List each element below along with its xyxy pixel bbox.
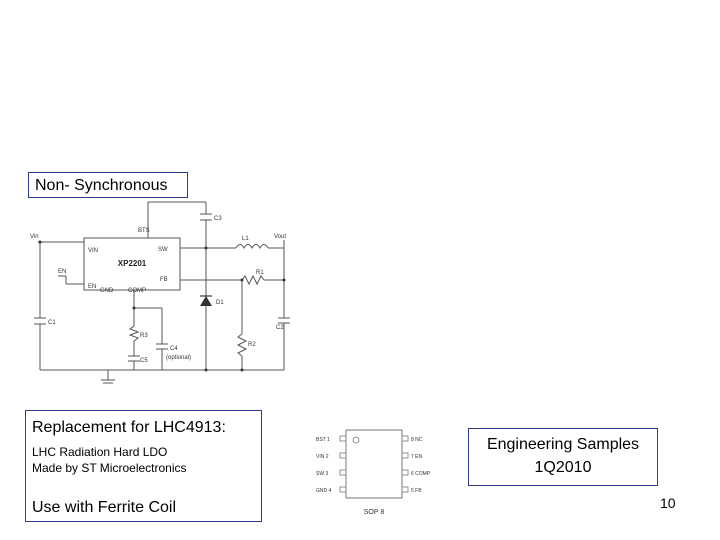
c3-label: C3 <box>214 216 222 222</box>
pin-fb-label: FB <box>160 277 168 283</box>
r2-label: R2 <box>248 342 256 348</box>
ic-body <box>83 237 181 291</box>
sop-pin-7: 7 EN <box>411 454 423 460</box>
replacement-line-1: LHC Radiation Hard LDO <box>32 445 168 459</box>
r3-label: R3 <box>140 333 148 339</box>
sop-pin-1: BST 1 <box>316 437 330 443</box>
pin-comp-label: COMP <box>128 288 146 294</box>
sop8-package-drawing: BST 1 VIN 2 SW 3 GND 4 8 NC 7 EN 6 COMP … <box>316 429 431 516</box>
engineering-samples-box: Engineering Samples 1Q2010 <box>468 428 658 486</box>
samples-line-2: 1Q2010 <box>534 459 592 476</box>
circuit-title: Non- Synchronous <box>35 177 168 194</box>
pin-gnd-label: GND <box>100 288 114 294</box>
ic-name-label: XP2201 <box>118 259 147 268</box>
c4-optional-label: (optional) <box>166 355 191 361</box>
sop-pin-2: VIN 2 <box>316 454 329 460</box>
r1-label: R1 <box>256 270 264 276</box>
c2-label: C2 <box>276 325 284 331</box>
c4-label: C4 <box>170 346 178 352</box>
d1-label: D1 <box>216 300 224 306</box>
pin-bst-label: BTS <box>138 228 150 234</box>
pin-sw-label: SW <box>158 247 168 253</box>
sop-pin-5: 5 FB <box>411 488 422 494</box>
sop-pin-3: SW 3 <box>316 471 328 477</box>
buck-converter-schematic: VIN SW FB EN GND COMP BTS C3 L1 Vout R1 … <box>30 201 290 384</box>
samples-line-1: Engineering Samples <box>486 436 640 453</box>
sop-pin-6: 6 COMP <box>411 471 431 477</box>
sop-pin-4: GND 4 <box>316 488 332 494</box>
vin-node-label: Vin <box>30 234 39 240</box>
vout-label: Vout <box>274 234 286 240</box>
pin-en-label: EN <box>88 284 96 290</box>
c5-label: C5 <box>140 358 148 364</box>
replacement-line-2: Made by ST Microelectronics <box>32 461 187 475</box>
pin-vin-label: VIN <box>88 248 98 254</box>
l1-label: L1 <box>242 236 249 242</box>
circuit-title-box: Non- Synchronous <box>28 172 188 198</box>
ferrite-coil-note: Use with Ferrite Coil <box>32 499 177 516</box>
c1-label: C1 <box>48 320 56 326</box>
replacement-heading: Replacement for LHC4913: <box>32 419 226 436</box>
sop-pin-8: 8 NC <box>411 437 423 443</box>
sop-package-label: SOP 8 <box>364 509 385 516</box>
page-number: 10 <box>660 495 676 511</box>
replacement-info-box: Replacement for LHC4913: LHC Radiation H… <box>25 410 262 522</box>
en-input-label: EN <box>58 269 66 275</box>
